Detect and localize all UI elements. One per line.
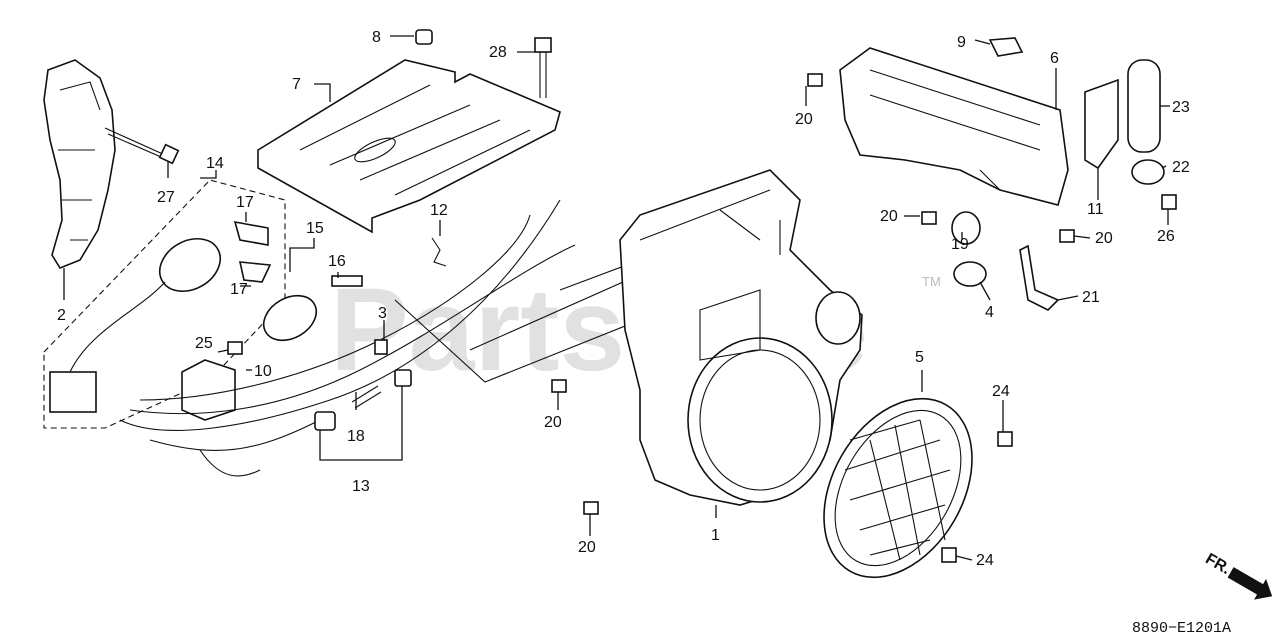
drawing-code: 8890−E1201A [1132, 620, 1231, 637]
callout-5: 5 [915, 349, 924, 366]
part-21-bracket [1019, 244, 1060, 311]
callout-20-mid-right: 20 [1095, 230, 1113, 247]
part-12-clip [431, 237, 447, 267]
front-arrow-icon [1227, 567, 1273, 600]
callout-25: 25 [195, 335, 213, 352]
callout-labels: 2 27 8 28 7 14 17 17 15 16 3 12 25 10 18… [57, 29, 1190, 569]
part-13-plug [314, 369, 412, 431]
callout-14: 14 [206, 155, 224, 172]
front-direction-label: FR. [1202, 550, 1233, 578]
part-28-bolt [534, 37, 552, 98]
callout-23: 23 [1172, 99, 1190, 116]
callout-4: 4 [985, 304, 994, 321]
callout-24-top: 24 [992, 383, 1010, 400]
part-22-clamp [1131, 159, 1165, 185]
callout-2: 2 [57, 307, 66, 324]
callout-20-bottom: 20 [578, 539, 596, 556]
callout-10: 10 [254, 363, 272, 380]
part-9-clip [988, 37, 1024, 57]
part-11-bracket [1084, 78, 1119, 170]
part-16-clip [331, 275, 363, 287]
part-20-bolts [551, 73, 1075, 515]
callout-1: 1 [711, 527, 720, 544]
callout-17-bottom: 17 [230, 281, 248, 298]
part-1-fan-cover [619, 169, 863, 506]
callout-7: 7 [292, 76, 301, 93]
part-7-top-plate [257, 59, 561, 234]
callout-3: 3 [378, 305, 387, 322]
part-3-wire-harness [119, 199, 576, 477]
callout-18: 18 [347, 428, 365, 445]
callout-8: 8 [372, 29, 381, 46]
callout-28: 28 [489, 44, 507, 61]
part-27-bolt [104, 127, 180, 165]
callout-6: 6 [1050, 50, 1059, 67]
front-direction-indicator: FR. [1202, 550, 1273, 600]
part-4-grommet [953, 261, 987, 287]
part-8-grommet [415, 29, 433, 45]
leader-lines [63, 35, 1170, 561]
part-14-coil-group [43, 179, 318, 429]
part-26-bolt [1161, 194, 1177, 210]
part-19-grommet [951, 211, 981, 245]
callout-21: 21 [1082, 289, 1100, 306]
part-6-side-shroud [839, 47, 1069, 206]
callout-20-mid-left: 20 [880, 208, 898, 225]
callout-19: 19 [951, 236, 969, 253]
callout-20-center: 20 [544, 414, 562, 431]
part-5-screen [823, 397, 973, 579]
callout-24-bottom: 24 [976, 552, 994, 569]
callout-15: 15 [306, 220, 324, 237]
callout-22: 22 [1172, 159, 1190, 176]
part-25-bolt [227, 341, 243, 355]
callout-16: 16 [328, 253, 346, 270]
part-23-tube [1127, 59, 1161, 153]
part-24-bolts [941, 431, 1013, 563]
part-2-shroud [43, 59, 116, 269]
watermark-trademark: TM [922, 274, 941, 289]
callout-11: 11 [1087, 201, 1104, 218]
callout-27: 27 [157, 189, 175, 206]
callout-20-top-left: 20 [795, 111, 813, 128]
callout-26: 26 [1157, 228, 1175, 245]
part-17-clips [233, 220, 272, 283]
callout-13: 13 [352, 478, 370, 495]
callout-12: 12 [430, 202, 448, 219]
callout-17-top: 17 [236, 194, 254, 211]
callout-9: 9 [957, 34, 966, 51]
